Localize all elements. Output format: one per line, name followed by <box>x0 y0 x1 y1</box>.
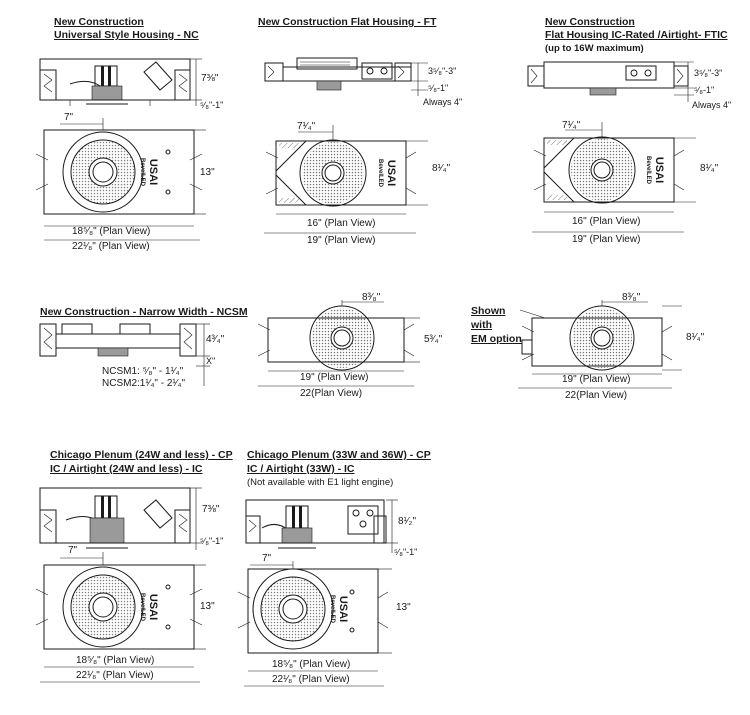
ftic-plan-width-inner: 16" (Plan View) <box>572 216 641 227</box>
ncsm-title: New Construction - Narrow Width - NCSM <box>40 306 248 318</box>
ftic-plan-width-outer: 19" (Plan View) <box>572 234 641 245</box>
cp2-plan-height: 13" <box>396 602 411 613</box>
ft-plan-height: 8¹⁄₄" <box>432 163 451 174</box>
em-plan-width-outer: 22(Plan View) <box>565 390 628 401</box>
narrow-opening: 8³⁄₈" <box>362 292 381 303</box>
ft-title: New Construction Flat Housing - FT <box>258 16 437 28</box>
em-label-line2: with <box>471 319 492 331</box>
em-plan-height: 8¹⁄₄" <box>686 332 705 343</box>
nc-plan-height: 13" <box>200 167 215 178</box>
cp2-plan-width-outer: 22¹⁄₈" (Plan View) <box>272 674 350 685</box>
brand-bevelled: BevelLED <box>139 593 145 622</box>
brand-usai: USAI <box>385 160 397 186</box>
cp2-side-height: 8¹⁄₂" <box>398 516 416 527</box>
cp2-plan-view <box>237 561 392 687</box>
ft-plan-width-inner: 16" (Plan View) <box>307 218 376 229</box>
ft-side-view <box>264 57 428 96</box>
brand-usai: USAI <box>147 594 159 620</box>
ftic-side-height: 3⁵⁄₈"-3" <box>694 68 723 78</box>
nc-plan-view <box>35 118 206 241</box>
em-opening: 8³⁄₈" <box>622 292 641 303</box>
cp2-opening: 7" <box>262 553 272 564</box>
ftic-plan-height: 8¹⁄₄" <box>700 163 719 174</box>
ncsm-side-view <box>39 323 210 386</box>
ncsm-offset-var: X" <box>206 356 216 366</box>
cp1-side-view <box>39 487 202 550</box>
ncsm-side-height: 4³⁄₄" <box>206 334 225 345</box>
cp1-side-offset: ⁵⁄₈"-1" <box>200 536 224 546</box>
em-label-line1: Shown <box>471 305 506 317</box>
ftic-subtitle: (up to 16W maximum) <box>545 43 644 54</box>
ft-side-note: Always 4" <box>423 97 463 107</box>
cp2-title-line2: IC / Airtight (33W) - IC <box>247 463 355 475</box>
brand-bevelled: BevelLED <box>377 159 383 188</box>
em-label-line3: EM option <box>471 333 522 345</box>
cp2-title-line1: Chicago Plenum (33W and 36W) - CP <box>247 449 431 461</box>
em-plan-width-inner: 19" (Plan View) <box>562 374 631 385</box>
narrow-plan-height: 5³⁄₄" <box>424 334 443 345</box>
ftic-side-view <box>527 61 694 102</box>
brand-bevelled: BevelLED <box>329 595 335 624</box>
ftic-plan-view <box>532 122 696 233</box>
nc-title-line2: Universal Style Housing - NC <box>54 29 199 41</box>
brand-usai: USAI <box>337 596 349 622</box>
nc-opening: 7" <box>64 112 74 123</box>
brand-usai: USAI <box>653 157 665 183</box>
cp1-plan-view <box>35 552 206 683</box>
nc-side-height: 7⅜" <box>201 73 219 84</box>
cp2-note: (Not available with E1 light engine) <box>247 477 394 488</box>
ft-plan-view <box>264 125 428 234</box>
cp2-side-offset: ⁵⁄₈"-1" <box>394 547 418 557</box>
ftic-title-line1: New Construction <box>545 16 635 28</box>
ft-plan-width-outer: 19" (Plan View) <box>307 235 376 246</box>
cp1-title-line1: Chicago Plenum (24W and less) - CP <box>50 449 233 461</box>
cp1-plan-width-inner: 18⁵⁄₈" (Plan View) <box>76 655 155 666</box>
nc-side-offset: ⁵⁄₈"-1" <box>200 100 224 110</box>
ftic-opening: 7¹⁄₄" <box>562 120 581 131</box>
nc-title-line1: New Construction <box>54 16 144 28</box>
brand-bevelled: BevelLED <box>139 158 145 187</box>
narrow-plan-width-inner: 19" (Plan View) <box>300 372 369 383</box>
em-plan-view <box>518 300 682 389</box>
ftic-side-note: Always 4" <box>692 100 732 110</box>
narrow-plan-width-outer: 22(Plan View) <box>300 388 363 399</box>
nc-plan-width-outer: 22¹⁄₈" (Plan View) <box>72 241 150 252</box>
ftic-title-line2: Flat Housing IC-Rated /Airtight- FTIC <box>545 29 728 41</box>
cp1-plan-width-outer: 22¹⁄₈" (Plan View) <box>76 670 154 681</box>
cp2-plan-width-inner: 18⁵⁄₈" (Plan View) <box>272 659 351 670</box>
cp1-plan-height: 13" <box>200 601 215 612</box>
cp2-side-view <box>245 499 398 553</box>
narrow-plan-view <box>257 300 420 387</box>
nc-plan-width-inner: 18⁵⁄₈" (Plan View) <box>72 226 151 237</box>
cp1-opening: 7" <box>68 545 78 556</box>
ftic-side-offset: ⁵⁄₈-1" <box>694 85 715 95</box>
ncsm-option-1: NCSM1: ⁵⁄₈" - 1¹⁄₄" <box>102 366 184 377</box>
cp1-title-line2: IC / Airtight (24W and less) - IC <box>50 463 203 475</box>
brand-bevelled: BevelLED <box>645 156 651 185</box>
cp1-side-height: 7⅜" <box>202 504 220 515</box>
ft-side-height: 3⁵⁄₈"-3" <box>428 66 457 76</box>
nc-side-view <box>39 58 202 106</box>
brand-usai: USAI <box>147 159 159 185</box>
ft-opening: 7¹⁄₄" <box>297 121 316 132</box>
ncsm-option-2: NCSM2:1¹⁄₄" - 2¹⁄₄" <box>102 378 186 389</box>
ft-side-offset: ⁵⁄₈-1" <box>428 83 449 93</box>
